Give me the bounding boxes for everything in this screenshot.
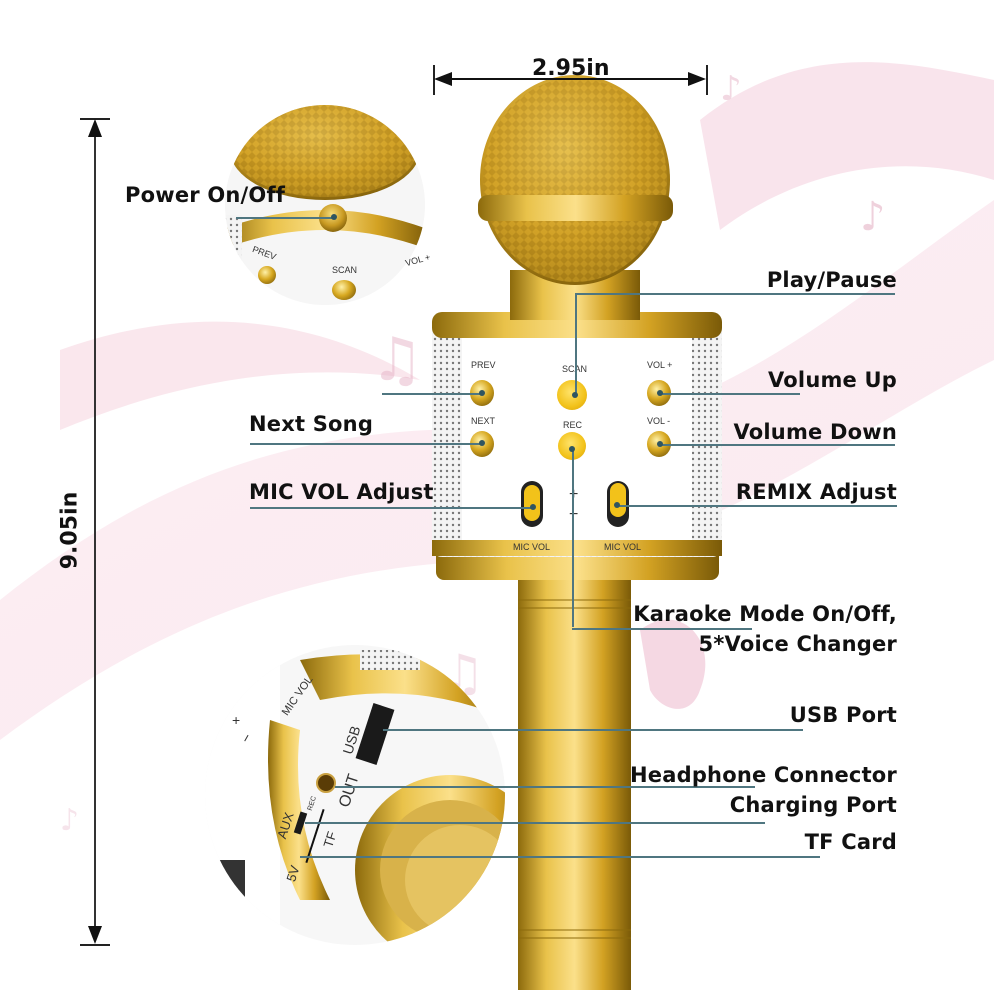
usb-label: USB Port [789, 703, 897, 727]
arrow-left-icon [434, 72, 452, 86]
next-marking: NEXT [471, 416, 496, 426]
volume-up-label: Volume Up [768, 368, 897, 392]
plus-marking: + [569, 486, 579, 503]
next-song-label: Next Song [249, 412, 374, 436]
mic-vol-slider[interactable] [521, 481, 543, 527]
arrow-down-icon [88, 926, 102, 944]
remix-label: REMIX Adjust [735, 480, 897, 504]
svg-text:♪: ♪ [720, 69, 742, 109]
mic-vol-left-marking: MIC VOL [513, 542, 551, 552]
volume-down-label: Volume Down [733, 420, 897, 444]
mic-vol-right-marking: MIC VOL [604, 542, 642, 552]
scan-marking: SCAN [562, 364, 587, 374]
svg-text:♪: ♪ [60, 803, 79, 838]
rec-marking: REC [563, 420, 583, 430]
height-label: 9.05in [57, 491, 83, 570]
headphone-jack [316, 773, 336, 793]
prev-marking: PREV [471, 360, 496, 370]
inset-prev-button [258, 266, 276, 284]
karaoke-label-line2: 5*Voice Changer [698, 632, 897, 656]
tf-label: TF Card [804, 830, 897, 854]
svg-text:♪: ♪ [860, 194, 886, 240]
vol-minus-marking: VOL - [647, 416, 671, 426]
inset-scan-marking: SCAN [332, 265, 358, 275]
headphone-label: Headphone Connector [630, 763, 897, 787]
inset-scan-button [332, 280, 356, 300]
karaoke-label-line1: Karaoke Mode On/Off, [633, 602, 897, 626]
mic-vol-label: MIC VOL Adjust [249, 480, 434, 504]
arrow-right-icon [688, 72, 706, 86]
play-pause-label: Play/Pause [766, 268, 897, 292]
inset-plus-marking: + [232, 712, 241, 728]
minus-marking: − [569, 506, 579, 523]
power-label: Power On/Off [125, 183, 286, 207]
width-label: 2.95in [532, 56, 610, 81]
arrow-up-icon [88, 119, 102, 137]
vol-plus-marking: VOL + [647, 360, 673, 370]
inset-bottom-left [205, 645, 505, 945]
svg-text:♫: ♫ [370, 325, 424, 395]
charging-label: Charging Port [729, 793, 897, 817]
inset-top-left [225, 105, 425, 305]
microphone-illustration [432, 75, 722, 990]
